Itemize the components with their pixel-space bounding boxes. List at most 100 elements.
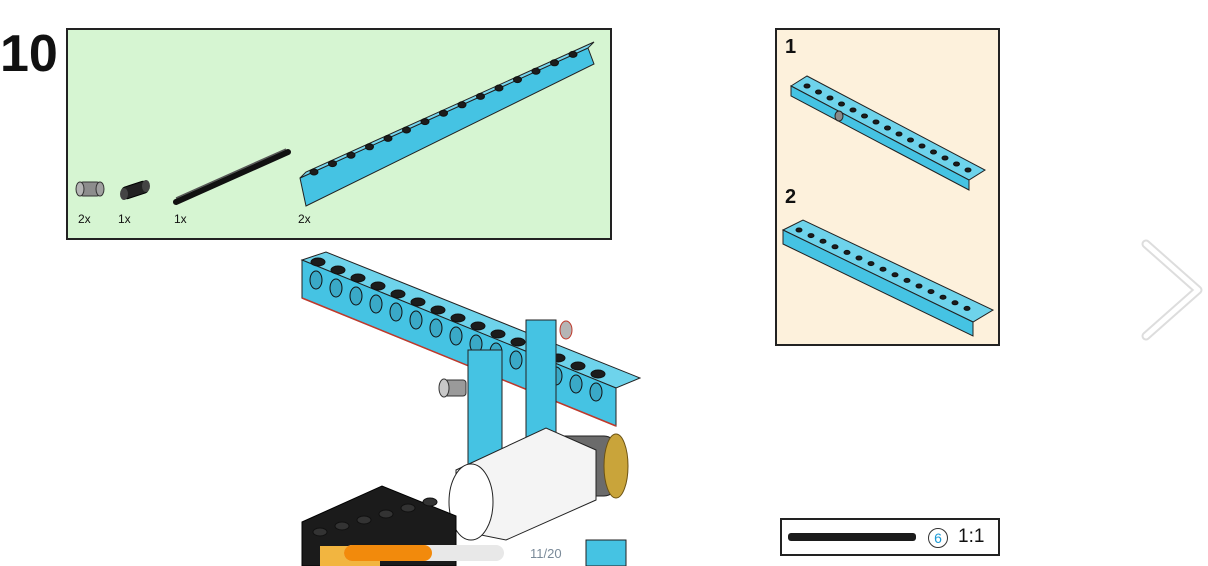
stud [903,277,911,283]
page-counter: 11/20 [530,546,562,561]
stud [531,67,541,75]
stud [509,350,523,370]
bush-part [559,320,573,340]
stud [429,318,443,338]
stud [490,329,506,339]
bush-part [75,181,105,197]
stud [951,300,959,306]
stud [815,89,822,95]
parts-list-panel: 2x 1x 1x 2x [66,28,612,240]
substeps-illustration [781,75,995,337]
stud [589,382,603,402]
substep-1-beam [789,75,987,191]
part-quantity: 2x [298,212,311,226]
substeps-panel: 1 2 [775,28,1000,346]
stud [422,497,438,507]
substep-number: 1 [785,36,797,58]
stud [895,131,903,137]
stud [843,249,851,255]
stud [365,143,374,151]
stud [420,118,430,126]
stud [795,227,803,233]
stud [400,503,416,513]
stud [510,337,526,347]
stud [409,310,423,330]
stud [884,125,891,131]
stud [330,265,346,275]
stud [838,101,845,107]
next-step-button[interactable] [1136,238,1208,342]
stud [476,92,485,100]
stud [879,266,887,272]
stud [329,278,343,298]
scale-ratio: 1:1 [958,526,985,547]
progress-fill [344,545,432,561]
stud [939,294,947,300]
stud [907,137,914,143]
stud [457,101,467,109]
step-number: 10 [0,25,58,83]
connector-peg-part [120,180,150,200]
stud [867,261,875,267]
part-quantity: 1x [118,212,131,226]
stud [369,294,383,314]
chevron-right-icon [1141,239,1203,341]
stud [941,155,949,161]
stud [803,83,811,89]
stud [309,168,319,176]
progress-bar[interactable] [344,545,504,561]
stud [430,305,446,315]
stud [964,167,972,173]
stud [450,313,466,323]
stud [570,361,586,371]
stud [439,109,448,117]
stud [569,374,583,394]
stud [310,257,326,267]
stud [891,272,899,278]
stud [927,289,935,295]
stud [826,95,834,101]
stud [334,521,350,531]
stud [402,126,411,134]
base-beam [585,539,627,566]
axle-scale-icon [788,533,916,541]
bush-part [834,110,844,122]
stud [849,107,857,113]
stud [831,244,839,250]
stud [356,515,372,525]
stud [410,297,426,307]
motor-part [448,427,629,541]
stud [861,113,868,119]
part-quantity: 2x [78,212,91,226]
substep-number: 2 [785,186,797,208]
stud [494,84,504,92]
model-illustration [300,251,641,566]
stud [350,273,366,283]
stud [449,326,463,346]
stud [309,270,323,290]
stud [568,50,578,58]
stud [918,143,926,149]
stud [855,255,863,261]
stud [807,233,815,239]
stud [346,151,356,159]
stud [963,305,971,311]
part-quantity: 1x [174,212,187,226]
stud [819,238,827,244]
axle-part [173,148,291,205]
bush-part [438,378,467,398]
stud [389,302,403,322]
stud [590,369,606,379]
stud [470,321,486,331]
substep-2-beams [781,219,995,337]
parts-illustration [75,41,595,207]
stud [872,119,880,125]
technic-beam-part [299,41,595,207]
part-scale-box: 6 1:1 [780,518,1000,556]
stud [378,509,394,519]
stud [390,289,406,299]
stud [550,59,559,67]
stud [915,283,923,289]
stud [930,149,937,155]
stud [953,161,960,167]
